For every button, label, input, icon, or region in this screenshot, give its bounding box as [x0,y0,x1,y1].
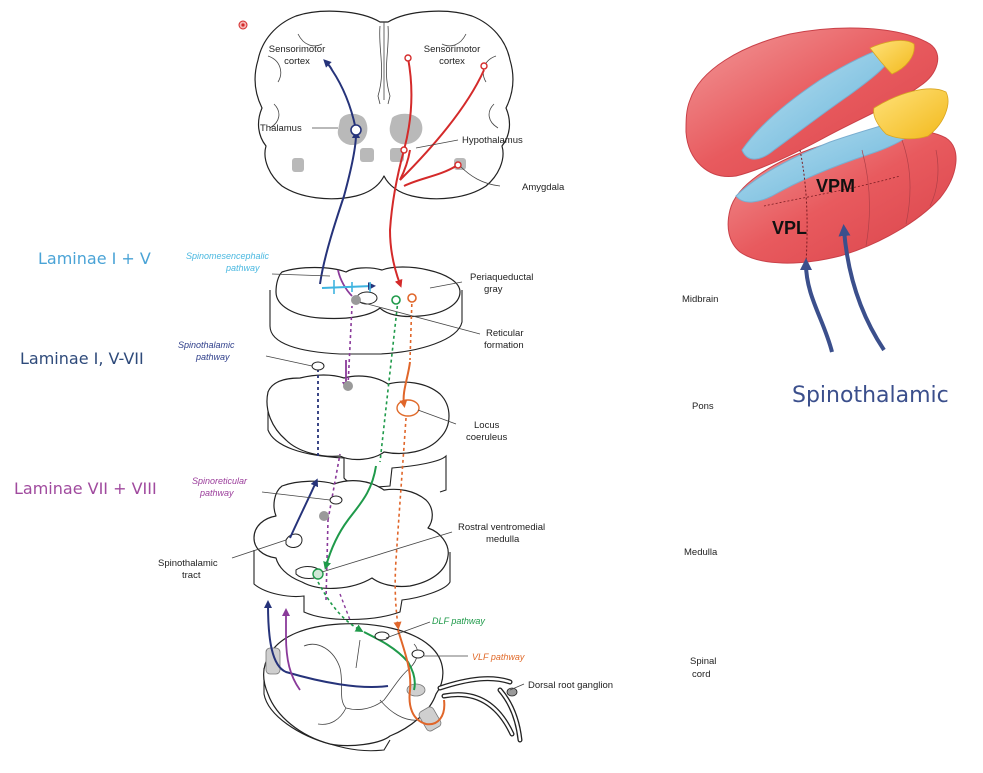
st-tract-label-2: tract [182,570,201,581]
spinoreticular-label-2: pathway [199,488,234,498]
drg-label: Dorsal root ganglion [528,680,613,691]
amygdala-label: Amygdala [522,182,565,193]
pag-label-2: gray [484,284,503,295]
brain-coronal-section [254,10,514,200]
midbrain-section [269,266,463,355]
pathway-lines [264,54,488,726]
rvm-label-1: Rostral ventromedial [458,522,545,533]
spinoreticular-label-1: Spinoreticular [192,476,248,486]
cortex-left-label-1: Sensorimotor [269,44,326,55]
reticular-label-2: formation [484,340,524,351]
vlf-label: VLF pathway [472,652,525,662]
locus-label-2: coeruleus [466,432,507,443]
laminae-label-2: Laminae I, V-VII [20,349,144,368]
structure-labels: Sensorimotor cortex Sensorimotor cortex … [158,44,613,691]
leader-lines [231,127,525,691]
laminae-labels: Laminae I + V Laminae I, V-VII Laminae V… [14,249,157,498]
dlf-label: DLF pathway [432,616,485,626]
spinothalamic-label-2: pathway [195,352,230,362]
cortex-right-label-1: Sensorimotor [424,44,481,55]
level-labels: Midbrain Pons Medulla Spinal cord [682,294,718,680]
medulla-section [253,480,451,621]
spinal-cord-section [263,623,523,752]
cortex-left-label-2: cortex [284,56,310,67]
cortex-right-label-2: cortex [439,56,465,67]
locus-label-1: Locus [474,420,500,431]
thalamus-inset: VPM VPL Spinothalamic [685,27,957,408]
hypothalamus-label: Hypothalamus [462,135,523,146]
spinomesencephalic-label-2: pathway [225,263,260,273]
laminae-label-3: Laminae VII + VIII [14,479,157,498]
pag-label-1: Periaqueductal [470,272,533,283]
rvm-label-2: medulla [486,534,520,545]
reticular-label-1: Reticular [486,328,524,339]
level-midbrain-label: Midbrain [682,294,718,305]
vpm-label: VPM [816,176,855,196]
level-medulla-label: Medulla [684,547,718,558]
thalamus-label: Thalamus [260,123,302,134]
st-tract-label-1: Spinothalamic [158,558,218,569]
level-spinal-label-2: cord [692,669,710,680]
spinomesencephalic-label-1: Spinomesencephalic [186,251,270,261]
level-pons-label: Pons [692,401,714,412]
inset-spinothalamic-label: Spinothalamic [792,383,949,408]
pons-section [266,374,450,493]
laminae-label-1: Laminae I + V [38,249,151,268]
pathway-labels: Spinomesencephalic pathway Spinothalamic… [178,251,525,662]
vpl-label: VPL [772,218,807,238]
spinothalamic-label-1: Spinothalamic [178,340,235,350]
level-spinal-label-1: Spinal [690,656,716,667]
